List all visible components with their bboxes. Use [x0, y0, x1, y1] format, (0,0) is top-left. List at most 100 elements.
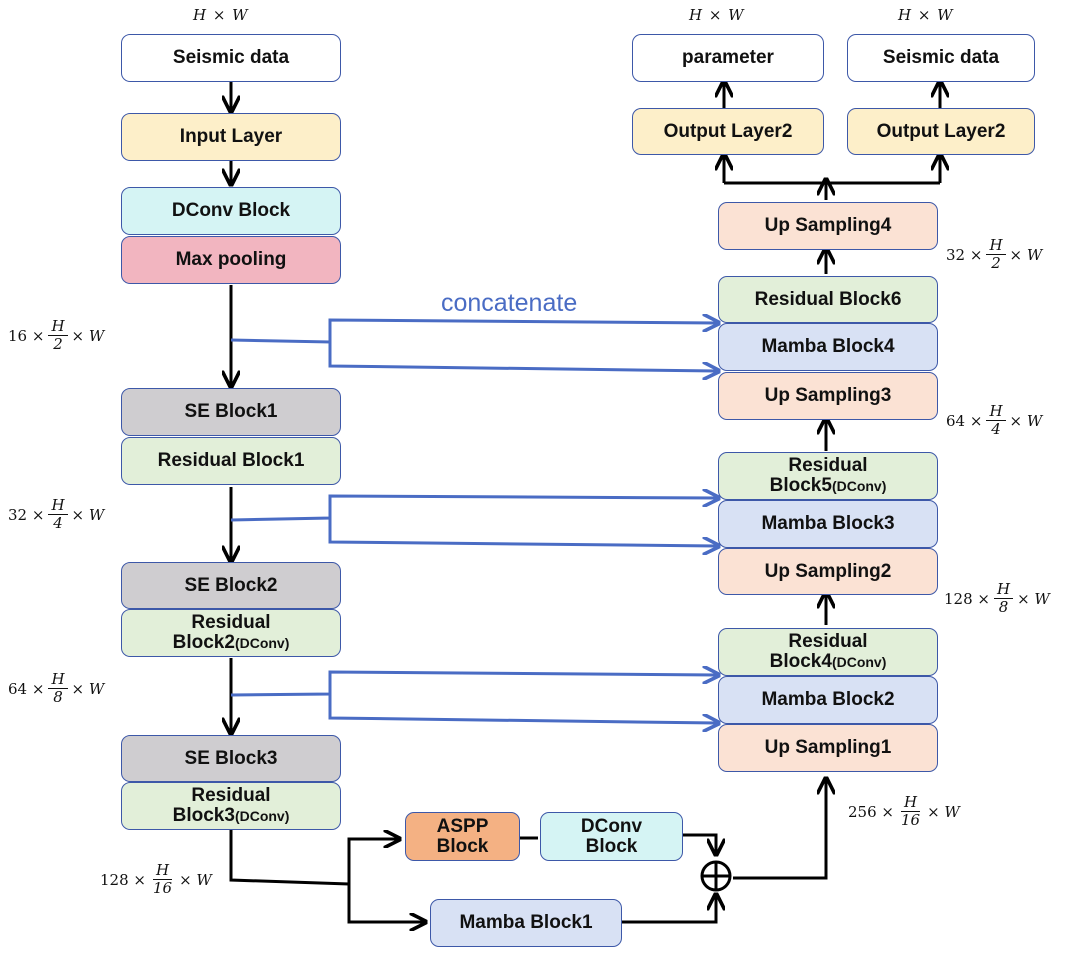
seismic-data-input-box: Seismic data — [121, 34, 341, 82]
size-label-dec1-tail: × W — [927, 802, 960, 821]
residual-block2-box: Residual Block2(DConv) — [121, 609, 341, 657]
size-label-dec2-coef: 128 × — [944, 589, 990, 608]
parameter-dim-label: H × W — [689, 6, 745, 24]
up-sampling1-box: Up Sampling1 — [718, 724, 938, 772]
up-sampling4-label: Up Sampling4 — [764, 215, 892, 237]
residual-block2-label-line2: Block2 — [172, 632, 235, 653]
dconv-block2-box: DConv Block — [540, 812, 683, 861]
size-label-enc2-den: 4 — [53, 514, 63, 533]
size-label-enc2-coef: 32 × — [8, 505, 45, 524]
residual-block1-label: Residual Block1 — [157, 450, 305, 472]
output-layer2-seismic-label: Output Layer2 — [876, 120, 1006, 142]
residual-block4-label-line2: Block4 — [769, 651, 832, 672]
size-label-enc1-den: 2 — [53, 335, 63, 354]
residual-block5-sublabel: (DConv) — [831, 478, 887, 494]
size-label-dec2-tail: × W — [1017, 589, 1050, 608]
size-label-enc4-den: 16 — [152, 879, 173, 898]
residual-block4-sublabel: (DConv) — [831, 654, 887, 670]
size-label-dec4-coef: 32 × — [946, 245, 983, 264]
size-label-enc3-den: 8 — [53, 688, 63, 707]
residual-block6-box: Residual Block6 — [718, 276, 938, 323]
up-sampling4-box: Up Sampling4 — [718, 202, 938, 250]
size-label-dec4-num: H — [986, 236, 1006, 256]
sum-node — [700, 860, 732, 892]
size-label-dec2-num: H — [993, 580, 1014, 600]
residual-block3-sublabel: (DConv) — [234, 808, 290, 824]
up-sampling2-label: Up Sampling2 — [764, 560, 892, 582]
residual-block3-label-line2: Block3 — [172, 805, 235, 826]
mamba-block4-box: Mamba Block4 — [718, 323, 938, 371]
input-layer-label: Input Layer — [179, 126, 283, 148]
mamba-block1-box: Mamba Block1 — [430, 899, 622, 947]
input-layer-box: Input Layer — [121, 113, 341, 161]
size-label-dec4-den: 2 — [991, 254, 1001, 273]
se-block1-label: SE Block1 — [184, 401, 278, 423]
mamba-block3-box: Mamba Block3 — [718, 500, 938, 548]
size-label-enc4-tail: × W — [179, 870, 212, 889]
max-pooling-box: Max pooling — [121, 236, 341, 284]
up-sampling2-box: Up Sampling2 — [718, 548, 938, 595]
size-label-enc4-coef: 128 × — [100, 870, 146, 889]
size-label-enc1-num: H — [48, 317, 68, 337]
input-dim-label: H × W — [193, 6, 249, 24]
seismic-out-dim-label: H × W — [898, 6, 954, 24]
size-label-dec3-tail: × W — [1009, 411, 1043, 430]
size-label-dec1-coef: 256 × — [848, 802, 894, 821]
size-label-dec3-coef: 64 × — [946, 411, 983, 430]
parameter-output-box: parameter — [632, 34, 824, 82]
size-label-enc3-tail: × W — [71, 679, 105, 698]
se-block2-box: SE Block2 — [121, 562, 341, 609]
size-label-enc2-tail: × W — [71, 505, 105, 524]
dconv-block2-label-line1: DConv — [580, 815, 643, 837]
up-sampling3-box: Up Sampling3 — [718, 372, 938, 420]
size-label-dec2-den: 8 — [998, 598, 1009, 617]
residual-block5-box: Residual Block5(DConv) — [718, 452, 938, 500]
aspp-block-box: ASPP Block — [405, 812, 520, 861]
residual-block2-label-line1: Residual — [191, 612, 271, 634]
seismic-data-output-box: Seismic data — [847, 34, 1035, 82]
residual-block1-box: Residual Block1 — [121, 437, 341, 485]
concatenate-label: concatenate — [441, 289, 578, 317]
up-sampling3-label: Up Sampling3 — [764, 385, 892, 407]
output-layer2-parameter-label: Output Layer2 — [663, 120, 793, 142]
residual-block3-label-line1: Residual — [191, 785, 271, 807]
skip-connections — [230, 320, 717, 723]
size-label-enc2-num: H — [48, 496, 68, 516]
size-label-dec3-num: H — [986, 402, 1006, 422]
dconv-block-box: DConv Block — [121, 187, 341, 235]
se-block3-label: SE Block3 — [184, 747, 278, 769]
size-label-enc4-num: H — [152, 861, 173, 881]
dconv-block2-label-line2: Block — [585, 835, 638, 857]
mamba-block2-label: Mamba Block2 — [761, 689, 895, 711]
max-pooling-label: Max pooling — [175, 249, 287, 271]
parameter-output-label: parameter — [682, 47, 774, 69]
se-block2-label: SE Block2 — [184, 574, 278, 596]
seismic-data-output-label: Seismic data — [882, 47, 1000, 69]
se-block1-box: SE Block1 — [121, 388, 341, 436]
residual-block4-box: Residual Block4(DConv) — [718, 628, 938, 676]
residual-block5-label-line1: Residual — [788, 455, 868, 477]
aspp-block-label-line1: ASPP — [436, 815, 489, 837]
mamba-block4-label: Mamba Block4 — [761, 336, 895, 358]
residual-block2-sublabel: (DConv) — [234, 635, 290, 651]
size-label-enc1-tail: × W — [71, 326, 105, 345]
output-layer2-parameter-box: Output Layer2 — [632, 108, 824, 155]
aspp-block-label-line2: Block — [436, 835, 489, 857]
size-label-enc3-num: H — [48, 670, 68, 690]
size-label-enc1-coef: 16 × — [8, 326, 45, 345]
output-layer2-seismic-box: Output Layer2 — [847, 108, 1035, 155]
mamba-block3-label: Mamba Block3 — [761, 513, 895, 535]
size-label-dec1-num: H — [900, 793, 921, 813]
residual-block6-label: Residual Block6 — [754, 288, 902, 310]
size-label-dec3-den: 4 — [991, 420, 1001, 439]
size-label-enc3-coef: 64 × — [8, 679, 45, 698]
size-label-dec4-tail: × W — [1009, 245, 1043, 264]
